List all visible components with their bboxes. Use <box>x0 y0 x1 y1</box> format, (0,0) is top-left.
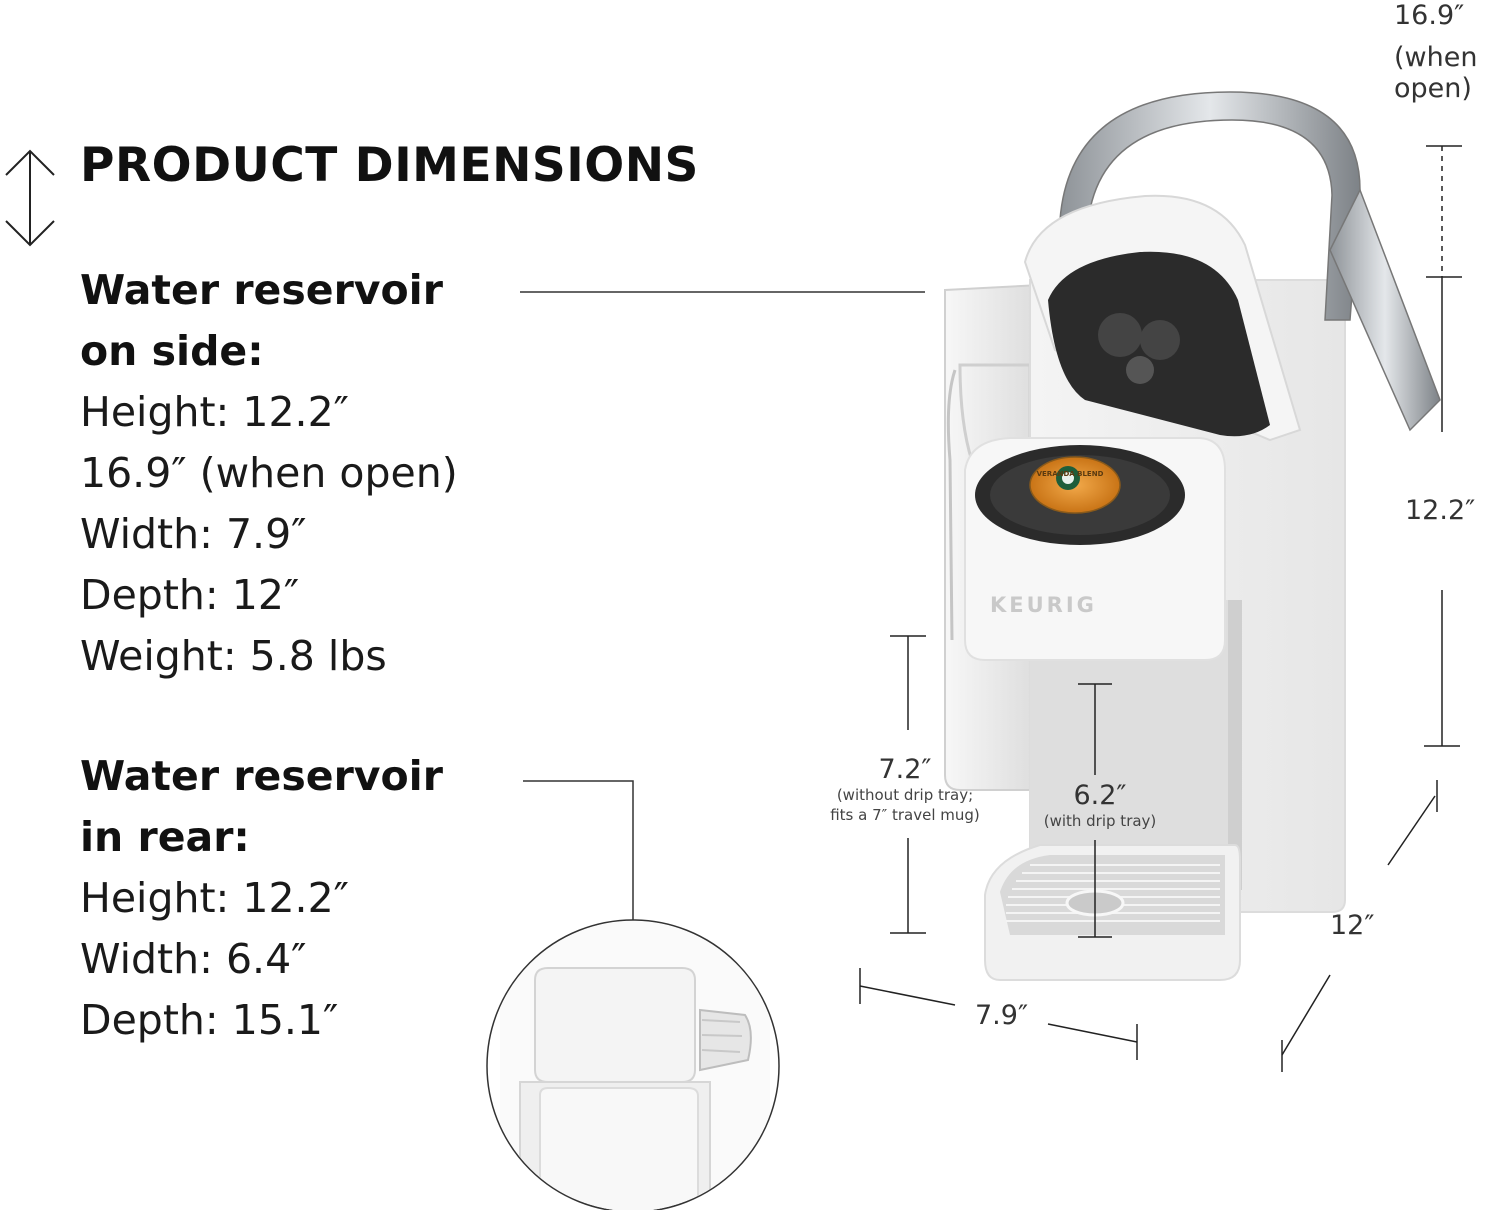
side-reservoir-specs: Water reservoir on side: Height: 12.2″ 1… <box>80 260 458 687</box>
rear-reservoir-specs: Water reservoir in rear: Height: 12.2″ W… <box>80 746 443 1051</box>
side-height: Height: 12.2″ <box>80 388 349 436</box>
side-reservoir-heading-2: on side: <box>80 327 264 375</box>
rear-depth: Depth: 15.1″ <box>80 996 339 1044</box>
clearance-no-tray-note-1: (without drip tray; <box>836 786 974 804</box>
pod-label: VERANDA BLEND <box>1036 470 1104 478</box>
rear-reservoir-heading: Water reservoir <box>80 752 443 800</box>
open-height-value: 16.9″ <box>1394 0 1465 31</box>
open-height-note-2: open) <box>1394 73 1472 104</box>
clearance-no-tray-value: 7.2″ <box>878 754 932 785</box>
height-label: 12.2″ <box>1405 495 1476 526</box>
side-width: Width: 7.9″ <box>80 510 307 558</box>
open-height-label: 16.9″ <box>1394 0 1464 31</box>
double-vertical-arrow-icon <box>5 149 55 247</box>
rear-height: Height: 12.2″ <box>80 874 349 922</box>
rear-reservoir-heading-2: in rear: <box>80 813 250 861</box>
page-title: PRODUCT DIMENSIONS <box>80 138 699 193</box>
brew-cavity <box>1030 600 1235 880</box>
rear-reservoir-illustration <box>500 921 770 1210</box>
side-weight: Weight: 5.8 lbs <box>80 632 387 680</box>
brand-logo: KEURIG <box>990 593 1097 617</box>
clearance-tray-note: (with drip tray) <box>1043 812 1157 830</box>
clearance-no-tray-note-2: fits a 7″ travel mug) <box>830 806 980 824</box>
rear-width: Width: 6.4″ <box>80 935 307 983</box>
rear-leader-line <box>523 780 634 920</box>
open-height-note-1: (when <box>1394 42 1478 73</box>
side-depth: Depth: 12″ <box>80 571 300 619</box>
side-open-height: 16.9″ (when open) <box>80 449 458 497</box>
clearance-tray-value: 6.2″ <box>1073 780 1127 811</box>
width-label: 7.9″ <box>975 1000 1029 1031</box>
open-height-note: (when open) <box>1394 42 1477 104</box>
clearance-tray: 6.2″ (with drip tray) <box>1030 780 1170 831</box>
side-reservoir-heading: Water reservoir <box>80 266 443 314</box>
depth-label: 12″ <box>1330 910 1375 941</box>
clearance-no-tray: 7.2″ (without drip tray; fits a 7″ trave… <box>810 754 1000 825</box>
